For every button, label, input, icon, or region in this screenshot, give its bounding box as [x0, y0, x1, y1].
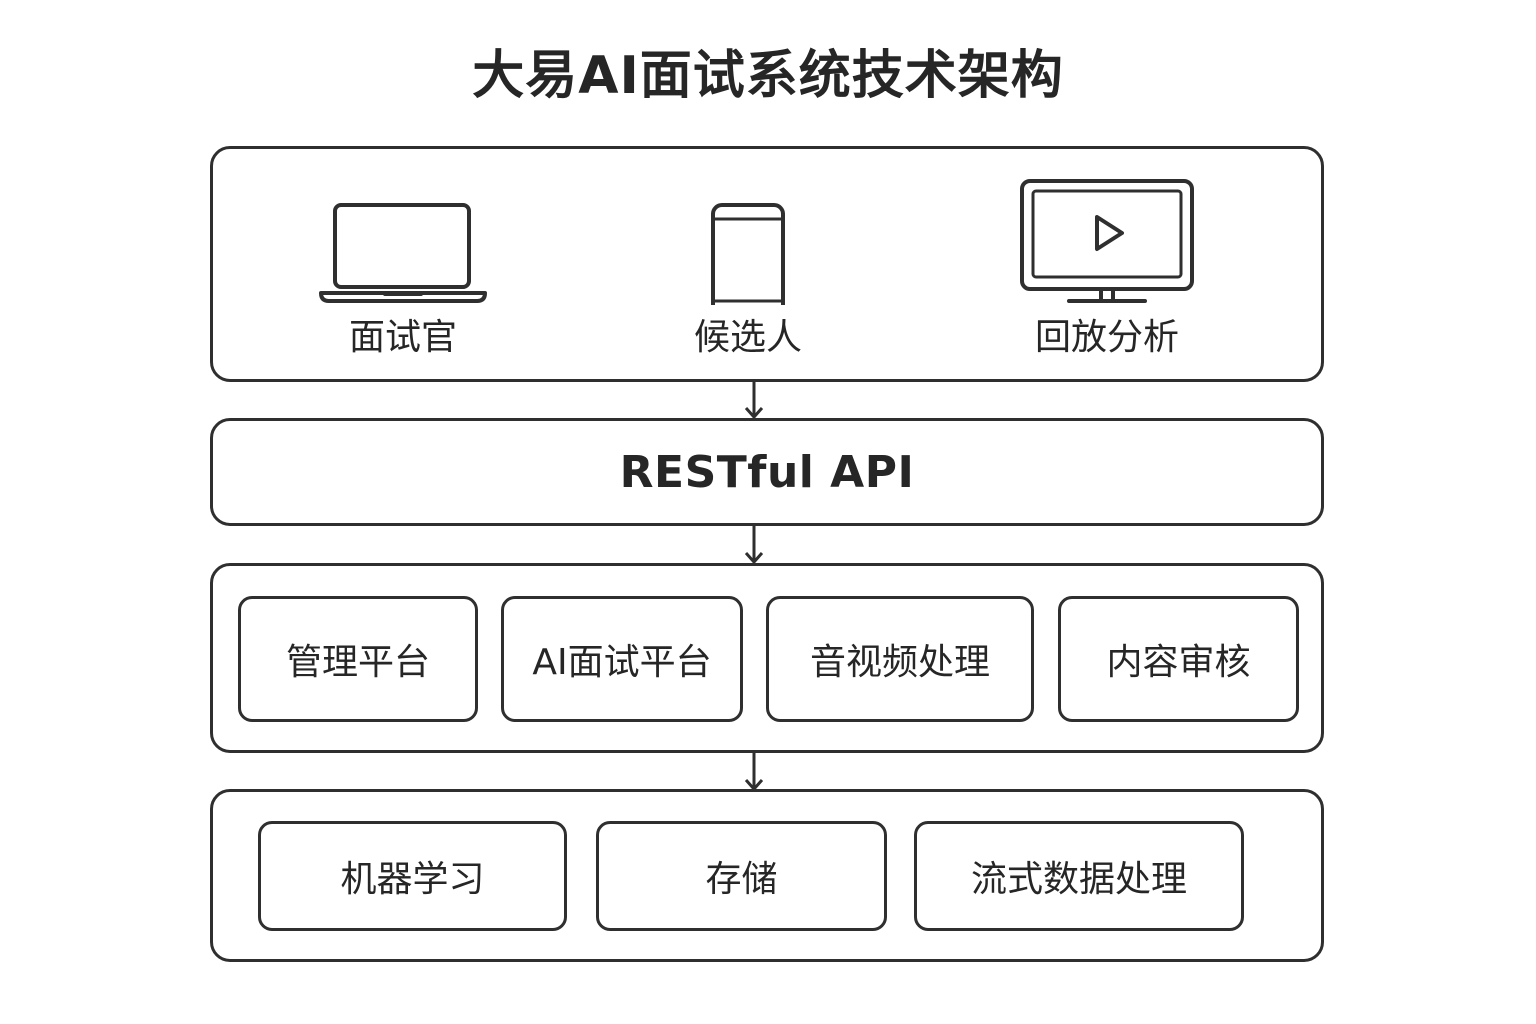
monitor-play-icon [1020, 179, 1194, 303]
api-label: RESTful API [619, 446, 915, 498]
client-label-replay: 回放分析 [1034, 317, 1179, 358]
laptop-icon [319, 203, 487, 303]
client-interviewer: 面试官 [273, 175, 533, 365]
client-label-interviewer: 面试官 [348, 317, 457, 358]
api-layer: RESTful API [210, 418, 1324, 526]
client-label-candidate: 候选人 [693, 317, 802, 358]
smartphone-icon [711, 203, 785, 305]
service-box-content-moderation: 内容审核 [1058, 596, 1299, 722]
service-box-ai-interview-platform: AI面试平台 [501, 596, 743, 722]
infra-box-stream-processing: 流式数据处理 [914, 821, 1244, 931]
down-arrow-icon [744, 752, 764, 791]
client-candidate: 候选人 [618, 175, 878, 365]
service-layer: 管理平台 AI面试平台 音视频处理 内容审核 [210, 563, 1324, 753]
client-replay: 回放分析 [977, 175, 1237, 365]
infra-box-storage: 存储 [596, 821, 887, 931]
service-box-management-platform: 管理平台 [238, 596, 478, 722]
down-arrow-icon [744, 380, 764, 419]
diagram-title: 大易AI面试系统技术架构 [472, 46, 1064, 106]
client-layer: 面试官 候选人 回放分析 [210, 146, 1324, 382]
service-box-audio-video-processing: 音视频处理 [766, 596, 1034, 722]
infra-box-machine-learning: 机器学习 [258, 821, 567, 931]
infrastructure-layer: 机器学习 存储 流式数据处理 [210, 789, 1324, 962]
down-arrow-icon [744, 525, 764, 564]
